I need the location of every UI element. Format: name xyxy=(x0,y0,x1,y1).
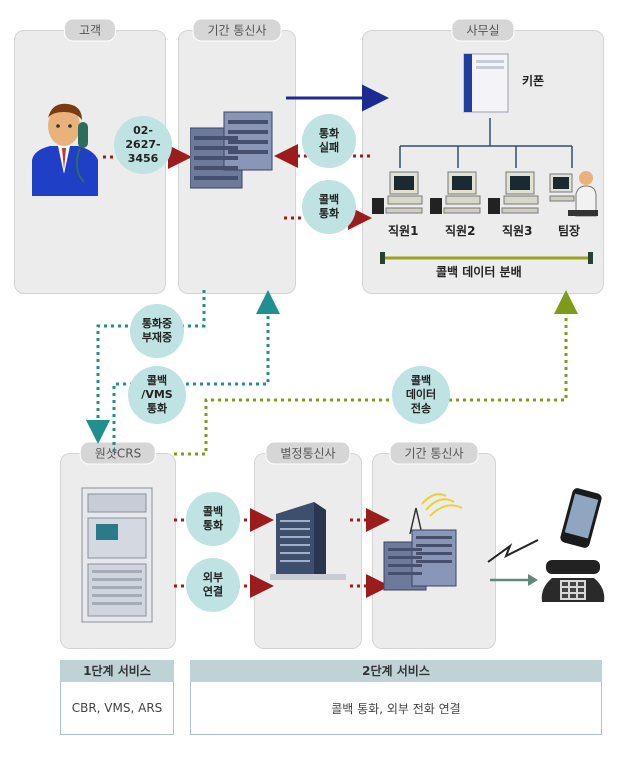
stage1-service-box: CBR, VMS, ARS xyxy=(60,682,174,735)
stage2-service-title: 2단계 서비스 xyxy=(190,660,602,682)
phone-number-line-1: 02- xyxy=(133,124,153,137)
phone-number-line-2: 2627- xyxy=(125,138,161,151)
staff1-computer-icon xyxy=(372,171,423,214)
external-link-line-1: 외부 xyxy=(202,571,224,584)
office-building-icon xyxy=(270,502,346,580)
antenna-server-icon xyxy=(383,493,463,591)
callback-call-top-line-1: 콜백 xyxy=(318,193,340,206)
busy-absent-line-1: 통화중 xyxy=(141,317,173,330)
mobile-phone-icon xyxy=(560,488,602,548)
distribution-label: 콜백 데이터 분배 xyxy=(436,265,522,279)
call-fail-line-1: 통화 xyxy=(318,127,340,140)
staff-label-3: 직원3 xyxy=(502,224,533,238)
stage2-service-box: 콜백 통화, 외부 전화 연결 xyxy=(190,682,602,735)
carrier-top-panel-title: 기간 통신사 xyxy=(192,18,282,42)
customer-panel-title: 고객 xyxy=(63,18,117,42)
external-link-bubble: 외부 연결 xyxy=(186,558,240,612)
server-rack-icon xyxy=(190,111,273,189)
stage1-service-title: 1단계 서비스 xyxy=(60,660,174,682)
callback-call-bottom-line-2: 통화 xyxy=(202,519,224,532)
stage2-service-text: 콜백 통화, 외부 전화 연결 xyxy=(331,701,461,716)
staff-label-leader: 팀장 xyxy=(558,224,581,238)
callback-vms-bubble: 콜백 /VMS 통화 xyxy=(128,366,186,424)
call-fail-line-2: 실패 xyxy=(318,141,340,154)
onesat-panel-title: 원샷CRS xyxy=(79,441,157,465)
carrier-bottom-panel-title: 기간 통신사 xyxy=(389,441,479,465)
callback-call-top-bubble: 콜백 통화 xyxy=(302,180,356,234)
busy-absent-line-2: 부재중 xyxy=(141,331,173,344)
keyphone-icon xyxy=(463,53,509,113)
staff3-computer-icon xyxy=(488,171,539,214)
callback-data-line-3: 전송 xyxy=(410,402,432,415)
callback-vms-line-2: /VMS xyxy=(141,388,173,401)
desk-phone-icon xyxy=(541,560,605,602)
stage1-service-text: CBR, VMS, ARS xyxy=(71,701,163,715)
customer-person-icon xyxy=(32,103,98,196)
separate-carrier-panel-title: 별정통신사 xyxy=(265,441,351,465)
office-panel-title: 사무실 xyxy=(451,18,515,42)
call-fail-bubble: 통화 실패 xyxy=(302,114,356,168)
phone-number-line-3: 3456 xyxy=(127,152,159,165)
busy-absent-bubble: 통화중 부재중 xyxy=(130,304,184,358)
callback-call-bottom-line-1: 콜백 xyxy=(202,505,224,518)
staff-label-1: 직원1 xyxy=(388,224,419,238)
callback-vms-line-1: 콜백 xyxy=(146,374,168,387)
callback-call-top-line-2: 통화 xyxy=(318,207,340,220)
external-link-line-2: 연결 xyxy=(202,585,224,598)
team-leader-person-icon xyxy=(549,171,598,217)
keyphone-label: 키폰 xyxy=(522,74,545,88)
callback-vms-line-3: 통화 xyxy=(146,402,168,415)
callback-data-bubble: 콜백 데이터 전송 xyxy=(392,366,450,424)
staff-label-2: 직원2 xyxy=(445,224,476,238)
crs-cabinet-icon xyxy=(81,487,153,623)
phone-number-bubble: 02- 2627- 3456 xyxy=(114,116,172,174)
callback-data-line-1: 콜백 xyxy=(410,374,432,387)
office-panel: 사무실 xyxy=(362,18,604,294)
callback-data-line-2: 데이터 xyxy=(405,388,437,401)
staff2-computer-icon xyxy=(430,171,481,214)
callback-call-bottom-bubble: 콜백 통화 xyxy=(186,492,240,546)
